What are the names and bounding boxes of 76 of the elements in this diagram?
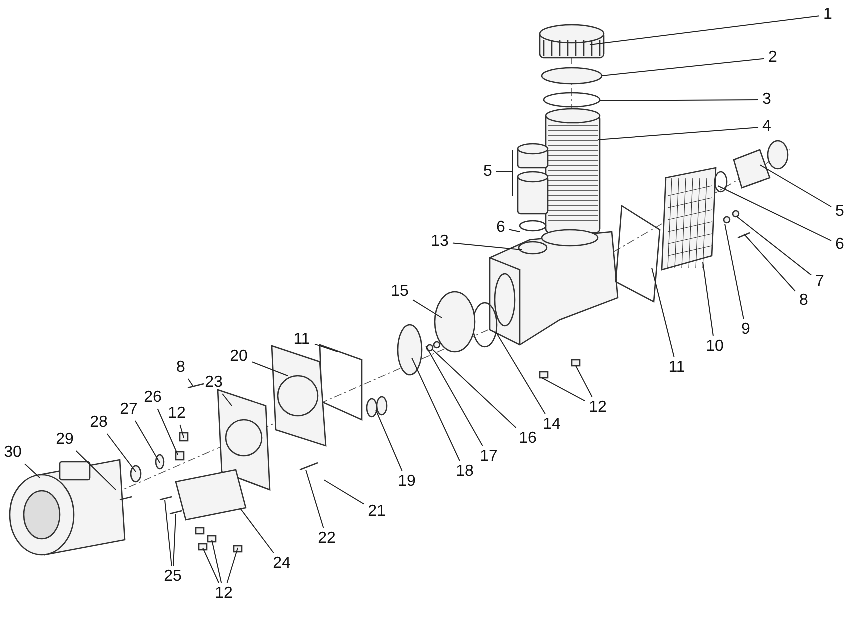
leader-line: [509, 229, 520, 232]
leader-line: [744, 234, 796, 292]
leader-line: [542, 378, 586, 402]
callout-number: 21: [368, 503, 386, 521]
leader-line: [376, 410, 403, 472]
leader-line: [106, 434, 136, 472]
callout-number: 5: [484, 163, 492, 181]
leader-line: [652, 268, 675, 358]
leader-line: [426, 346, 484, 446]
callout-number: 28: [90, 414, 108, 432]
callout-number: 10: [706, 338, 724, 356]
callout-number: 15: [391, 283, 409, 301]
callout-number: 6: [836, 236, 844, 254]
leader-line: [222, 394, 232, 406]
callout-number: 13: [431, 233, 449, 251]
callout-number: 17: [480, 448, 498, 466]
leader-line: [180, 424, 184, 438]
callout-number: 12: [168, 405, 186, 423]
leader-line: [496, 150, 514, 196]
leader-line: [736, 216, 812, 276]
callout-number: 27: [120, 401, 138, 419]
leader-line: [324, 480, 364, 505]
callout-number: 11: [668, 359, 686, 377]
leader-line: [24, 464, 40, 478]
callout-number: 16: [519, 430, 537, 448]
callout-number: 19: [398, 473, 416, 491]
callout-number: 26: [144, 389, 162, 407]
callout-number: 8: [800, 292, 808, 310]
leader-line: [226, 548, 238, 584]
leader-line: [412, 358, 460, 462]
callout-number: 8: [176, 359, 186, 377]
leader-line: [496, 332, 546, 414]
callout-number: 12: [215, 585, 233, 603]
leader-line: [134, 420, 160, 464]
leader-line: [202, 548, 220, 584]
leader-line: [157, 408, 178, 456]
callout-number: 1: [824, 6, 832, 24]
callout-number: 14: [543, 416, 561, 434]
callout-number: 6: [496, 219, 506, 237]
leader-line: [412, 300, 442, 318]
callout-number: 30: [4, 444, 22, 462]
callout-number: 7: [816, 273, 824, 291]
leader-line: [760, 164, 832, 208]
leader-line: [252, 362, 288, 376]
leader-line: [306, 470, 324, 528]
leader-line: [432, 350, 517, 428]
leader-line: [602, 58, 765, 76]
leader-line: [598, 127, 759, 140]
leader-line: [76, 450, 116, 490]
callout-number: 23: [205, 374, 223, 392]
leader-line: [452, 242, 522, 250]
leader-line: [240, 508, 274, 554]
leader-line: [212, 540, 222, 584]
callout-number: 24: [273, 555, 291, 573]
callout-number: 3: [762, 91, 772, 109]
callout-number: 4: [762, 118, 772, 136]
callout-number: 29: [56, 431, 74, 449]
callout-number: 2: [768, 49, 778, 67]
leader-line: [188, 378, 194, 386]
leader-line: [590, 16, 820, 46]
leader-line: [576, 366, 593, 398]
leader-line: [600, 100, 759, 102]
leader-line: [718, 186, 832, 242]
callout-number: 5: [836, 203, 844, 221]
leader-line: [173, 514, 176, 566]
callout-number: 18: [456, 463, 474, 481]
callout-number: 20: [230, 348, 248, 366]
callout-number: 12: [589, 399, 607, 417]
callout-number: 9: [742, 321, 750, 339]
leader-line: [724, 224, 744, 320]
leader-line: [702, 262, 714, 336]
leader-line: [164, 500, 172, 566]
leader-line: [314, 344, 338, 352]
callout-number: 22: [318, 530, 336, 548]
callout-number: 11: [294, 331, 310, 349]
callout-number: 25: [164, 568, 182, 586]
